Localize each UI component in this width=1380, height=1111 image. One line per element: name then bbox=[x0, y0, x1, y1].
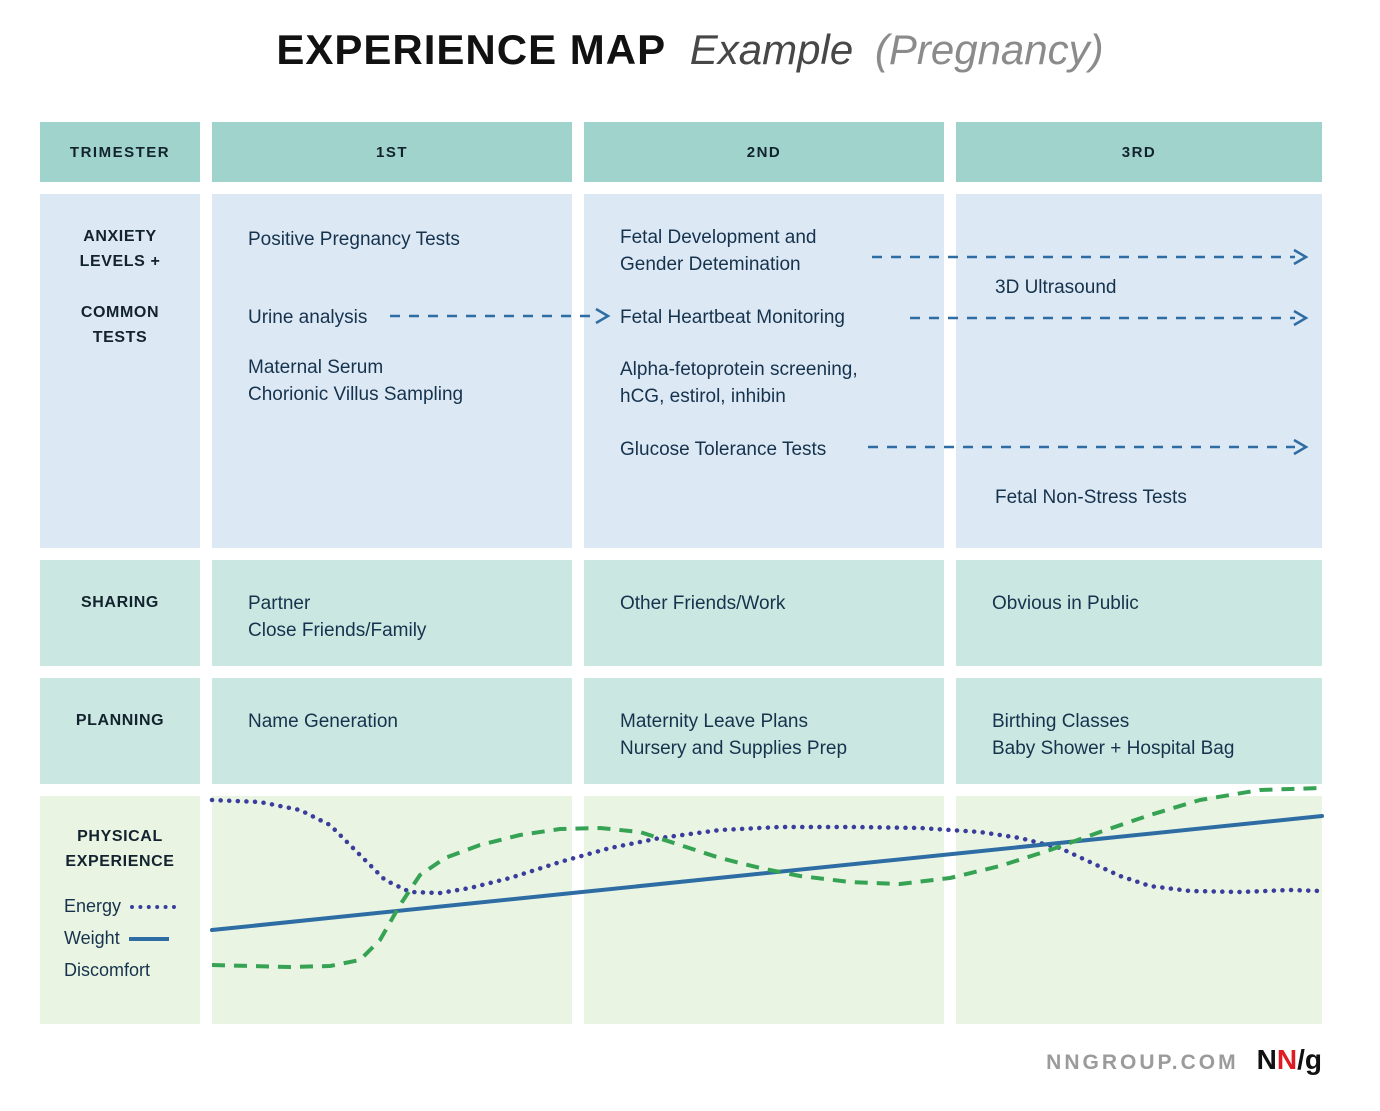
anxiety-cell-t2: Fetal Development and Gender Deteminatio… bbox=[584, 194, 944, 548]
header-col-2nd: 2ND bbox=[584, 122, 944, 182]
planning-cell-t1: Name Generation bbox=[212, 678, 572, 784]
row-label-anxiety-tests: ANXIETY LEVELS + COMMON TESTS bbox=[40, 194, 200, 548]
sharing-cell-t2: Other Friends/Work bbox=[584, 560, 944, 666]
anxiety-label-top: ANXIETY LEVELS + bbox=[79, 228, 161, 270]
footer: NNGROUP.COM NN/g bbox=[1046, 1044, 1322, 1076]
weight-line-swatch bbox=[128, 937, 169, 942]
sharing-cell-t1: Partner Close Friends/Family bbox=[212, 560, 572, 666]
legend-item-discomfort: Discomfort bbox=[64, 954, 200, 986]
legend-label-energy: Energy bbox=[64, 896, 122, 916]
header-col-1st: 1ST bbox=[212, 122, 572, 182]
sharing-cell-t3: Obvious in Public bbox=[956, 560, 1322, 666]
test-positive-pregnancy: Positive Pregnancy Tests bbox=[248, 229, 460, 250]
header-trimester: TRIMESTER bbox=[40, 122, 200, 182]
physical-cell-t1 bbox=[212, 796, 572, 1024]
legend-item-weight: Weight bbox=[64, 922, 200, 954]
nng-logo: NN/g bbox=[1257, 1044, 1322, 1076]
energy-line-swatch bbox=[130, 905, 177, 910]
legend-label-discomfort: Discomfort bbox=[64, 960, 151, 980]
anxiety-label-bottom: COMMON TESTS bbox=[80, 304, 160, 346]
test-fetal-development: Fetal Development and Gender Deteminatio… bbox=[620, 227, 817, 275]
physical-cell-t2 bbox=[584, 796, 944, 1024]
row-label-planning: PLANNING bbox=[40, 678, 200, 784]
test-glucose-tolerance: Glucose Tolerance Tests bbox=[620, 439, 827, 460]
row-label-sharing: SHARING bbox=[40, 560, 200, 666]
anxiety-cell-t1: Positive Pregnancy Tests Urine analysis … bbox=[212, 194, 572, 548]
test-alpha-fetoprotein: Alpha-fetoprotein screening, hCG, estiro… bbox=[620, 359, 858, 407]
physical-cell-t3 bbox=[956, 796, 1322, 1024]
logo-n-black: N bbox=[1256, 1044, 1277, 1075]
test-fetal-non-stress: Fetal Non-Stress Tests bbox=[995, 487, 1187, 508]
site-url: NNGROUP.COM bbox=[1046, 1051, 1239, 1074]
chart-legend: Energy Weight Discomfort bbox=[40, 890, 200, 986]
legend-item-energy: Energy bbox=[64, 890, 200, 922]
page-title: EXPERIENCE MAP Example (Pregnancy) bbox=[0, 26, 1380, 74]
logo-slash-g: /g bbox=[1297, 1044, 1322, 1075]
logo-n-red: N bbox=[1276, 1044, 1298, 1075]
row-label-physical-experience: PHYSICAL EXPERIENCE Energy Weight Discom… bbox=[40, 796, 200, 1024]
title-example: Example bbox=[689, 26, 854, 73]
header-col-3rd: 3RD bbox=[956, 122, 1322, 182]
test-urine-analysis: Urine analysis bbox=[248, 307, 368, 328]
legend-label-weight: Weight bbox=[64, 928, 120, 948]
anxiety-cell-t3: 3D Ultrasound Fetal Non-Stress Tests bbox=[956, 194, 1322, 548]
experience-map-grid: TRIMESTER 1ST 2ND 3RD ANXIETY LEVELS + C… bbox=[40, 122, 1322, 1024]
physical-label-line2: EXPERIENCE bbox=[65, 853, 175, 870]
title-subject: (Pregnancy) bbox=[874, 26, 1104, 73]
physical-label-line1: PHYSICAL bbox=[77, 828, 163, 845]
title-main: EXPERIENCE MAP bbox=[276, 26, 667, 73]
planning-cell-t2: Maternity Leave Plans Nursery and Suppli… bbox=[584, 678, 944, 784]
test-maternal-serum: Maternal Serum Chorionic Villus Sampling bbox=[248, 357, 464, 405]
planning-cell-t3: Birthing Classes Baby Shower + Hospital … bbox=[956, 678, 1322, 784]
test-fetal-heartbeat: Fetal Heartbeat Monitoring bbox=[620, 307, 845, 328]
test-3d-ultrasound: 3D Ultrasound bbox=[995, 277, 1117, 298]
